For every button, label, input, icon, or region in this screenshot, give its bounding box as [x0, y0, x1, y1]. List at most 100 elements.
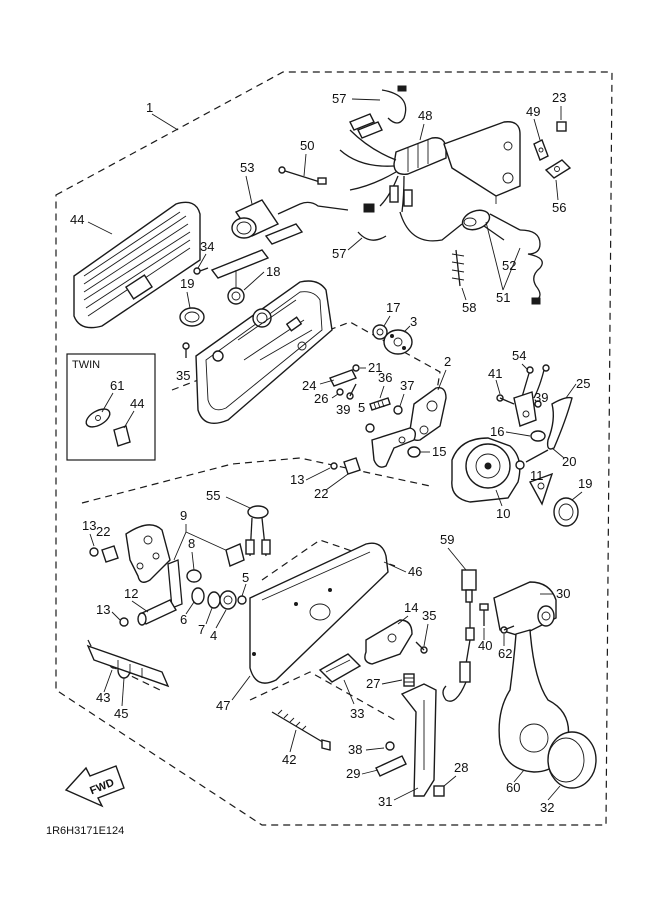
part-48-switch-harness — [339, 113, 447, 213]
part-label-15: 15 — [432, 444, 446, 459]
part-label-24: 24 — [302, 378, 316, 393]
part-label-46: 46 — [408, 564, 422, 579]
part-label-6: 6 — [180, 612, 187, 627]
drawing-code: 1R6H3171E124 — [46, 825, 124, 837]
part-label-19-left: 19 — [180, 276, 194, 291]
part-44-louvered-cover — [73, 201, 201, 329]
part-28-clip — [433, 785, 445, 797]
part-label-13-left: 13 — [82, 518, 96, 533]
part-40-screw — [479, 603, 489, 626]
part-4-nut — [219, 590, 237, 610]
part-label-39-right: 39 — [534, 390, 548, 405]
part-26-washer — [336, 388, 344, 396]
part-50-cable — [278, 166, 327, 185]
part-label-41: 41 — [488, 366, 502, 381]
part-label-5-left: 5 — [242, 570, 249, 585]
part-39-screw-center — [346, 383, 357, 400]
part-label-18: 18 — [266, 264, 280, 279]
part-19-grommet-left — [179, 307, 205, 327]
part-label-47: 47 — [216, 698, 230, 713]
part-label-7: 7 — [198, 622, 205, 637]
part-16-collar — [530, 430, 546, 442]
part-label-13-lower: 13 — [96, 602, 110, 617]
part-label-34: 34 — [200, 239, 214, 254]
part-5-washer-left — [237, 595, 247, 605]
part-7-washer — [207, 591, 221, 609]
part-18-bracket — [210, 249, 270, 305]
part-label-35-right: 35 — [422, 608, 436, 623]
part-34-screw — [193, 267, 209, 275]
part-label-17: 17 — [386, 300, 400, 315]
part-label-57-top: 57 — [332, 91, 346, 106]
part-9-lever-right — [225, 543, 245, 567]
part-30-handle-hub — [493, 581, 557, 637]
part-label-8: 8 — [188, 536, 195, 551]
part-59-harness — [442, 569, 477, 702]
part-21-nut — [352, 364, 360, 372]
part-label-60: 60 — [506, 780, 520, 795]
fwd-arrow-icon: FWD — [64, 765, 125, 808]
part-label-12: 12 — [124, 586, 138, 601]
part-label-54: 54 — [512, 348, 526, 363]
part-35-screw-right — [415, 641, 428, 654]
part-56-plate — [544, 159, 572, 179]
part-label-22-center: 22 — [314, 486, 328, 501]
link-lever — [371, 427, 417, 468]
part-58-spring-pin — [451, 249, 465, 287]
part-13-washer-lower — [119, 617, 129, 627]
triangle-plate — [528, 472, 554, 506]
part-label-10: 10 — [496, 506, 510, 521]
part-label-16: 16 — [490, 424, 504, 439]
part-29-plate — [375, 755, 407, 777]
part-label-62: 62 — [498, 646, 512, 661]
part-label-27: 27 — [366, 676, 380, 691]
part-44-twin-cap — [113, 425, 131, 447]
part-33-cover — [318, 653, 362, 683]
part-13-washer-center — [330, 462, 338, 470]
part-label-49: 49 — [526, 104, 540, 119]
twin-label: TWIN — [72, 359, 100, 371]
part-27-stud — [403, 673, 415, 687]
part-22-bracket-center — [343, 457, 361, 475]
control-box-housing — [195, 280, 333, 424]
part-32-knob-cap — [547, 731, 597, 789]
part-36-bolt — [369, 397, 391, 411]
part-52-spring — [519, 229, 543, 305]
part-label-33: 33 — [350, 706, 364, 721]
part-label-39-center: 39 — [336, 402, 350, 417]
part-label-44-top: 44 — [70, 212, 84, 227]
part-label-11: 11 — [530, 468, 544, 483]
part-25-cover — [546, 396, 573, 450]
part-57-clip-top — [381, 85, 407, 124]
part-label-35-left: 35 — [176, 368, 190, 383]
part-label-1: 1 — [146, 100, 153, 115]
part-label-45: 45 — [114, 706, 128, 721]
part-label-19-right: 19 — [578, 476, 592, 491]
part-22-bracket-left — [101, 545, 119, 563]
part-16-lever — [513, 391, 537, 427]
part-57-clip-lower — [357, 203, 387, 241]
part-label-28: 28 — [454, 760, 468, 775]
part-label-9: 9 — [180, 508, 187, 523]
part-23-nut — [556, 121, 567, 132]
group-boundary-middle — [81, 457, 431, 504]
part-11-screw — [515, 449, 549, 470]
part-39-screw-right — [534, 400, 542, 408]
part-label-2: 2 — [444, 354, 451, 369]
part-label-23: 23 — [552, 90, 566, 105]
part-label-21: 21 — [368, 360, 382, 375]
part-label-55: 55 — [206, 488, 220, 503]
part-15-bushing — [407, 446, 421, 458]
switch-bracket-plate — [443, 121, 521, 204]
part-47-bracket-plate — [86, 644, 170, 688]
part-61-washer — [85, 408, 111, 428]
part-label-61: 61 — [110, 378, 124, 393]
part-label-36: 36 — [378, 370, 392, 385]
part-12-shaft — [137, 599, 177, 626]
assembly-boundary — [55, 71, 613, 826]
part-5-washer-center — [365, 423, 375, 433]
part-55-grommet — [245, 505, 271, 557]
part-label-3: 3 — [410, 314, 417, 329]
part-53-key-switch — [231, 199, 349, 239]
